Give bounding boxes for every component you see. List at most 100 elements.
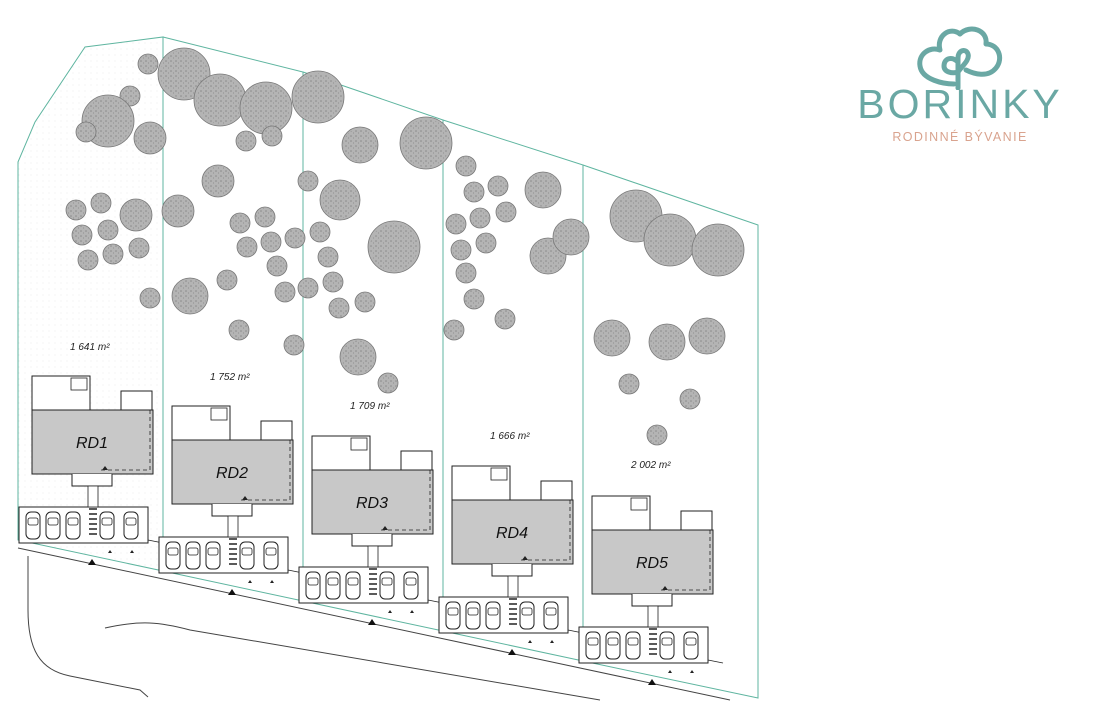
tree-icon bbox=[297, 170, 319, 192]
tree-icon bbox=[239, 81, 293, 135]
tree-icon bbox=[157, 47, 211, 101]
car-icon bbox=[185, 541, 201, 570]
plot-5-boundary bbox=[582, 164, 759, 699]
area-labels: 1 641 m² 1 752 m² 1 709 m² 1 666 m² 2 00… bbox=[70, 342, 671, 471]
tree-icon bbox=[161, 194, 195, 228]
tree-icon bbox=[77, 249, 99, 271]
tree-icon bbox=[341, 126, 379, 164]
tree-icon bbox=[291, 70, 345, 124]
tree-icon bbox=[171, 277, 209, 315]
tree-icon bbox=[354, 291, 376, 313]
tree-icon bbox=[274, 281, 296, 303]
tree-icon bbox=[235, 130, 257, 152]
plot-3-boundary bbox=[302, 71, 444, 632]
tree-icon bbox=[495, 201, 517, 223]
tree-icon bbox=[679, 388, 701, 410]
car-icon bbox=[239, 541, 255, 570]
tree-icon bbox=[377, 372, 399, 394]
plot-area-rd5: 2 002 m² bbox=[630, 460, 671, 471]
parking-rd1 bbox=[18, 485, 164, 565]
car-icon bbox=[305, 571, 321, 600]
tree-icon bbox=[399, 116, 453, 170]
house-labels: RD1 RD2 RD3 RD4 RD5 bbox=[76, 435, 668, 572]
tree-icon bbox=[229, 212, 251, 234]
house-label-rd5: RD5 bbox=[636, 555, 668, 572]
tree-icon bbox=[475, 232, 497, 254]
tree-icon bbox=[193, 73, 247, 127]
car-icon bbox=[403, 571, 419, 600]
house-rd5 bbox=[591, 495, 714, 607]
tree-icon bbox=[469, 207, 491, 229]
tree-icon bbox=[367, 220, 421, 274]
car-icon bbox=[445, 601, 461, 630]
car-icon bbox=[345, 571, 361, 600]
car-icon bbox=[519, 601, 535, 630]
house-rd3 bbox=[311, 435, 434, 547]
house-label-rd2: RD2 bbox=[216, 465, 248, 482]
plot-4-boundary bbox=[442, 119, 584, 662]
tree-icon bbox=[328, 297, 350, 319]
tree-icon bbox=[317, 246, 339, 268]
tree-icon bbox=[322, 271, 344, 293]
tree-icon bbox=[260, 231, 282, 253]
car-icon bbox=[659, 631, 675, 660]
house-label-rd3: RD3 bbox=[356, 495, 388, 512]
tree-icon bbox=[133, 121, 167, 155]
tree-icon bbox=[236, 236, 258, 258]
car-icon bbox=[99, 511, 115, 540]
car-icon bbox=[543, 601, 559, 630]
tree-icon bbox=[119, 198, 153, 232]
house-rd2 bbox=[171, 405, 294, 517]
car-icon bbox=[65, 511, 81, 540]
parking-rd3 bbox=[298, 545, 444, 625]
car-icon bbox=[605, 631, 621, 660]
brand-tagline: RODINNÉ BÝVANIE bbox=[892, 130, 1028, 144]
tree-icon bbox=[646, 424, 668, 446]
tree-icon bbox=[445, 213, 467, 235]
car-icon bbox=[625, 631, 641, 660]
plot-area-rd4: 1 666 m² bbox=[490, 431, 530, 442]
tree-icon bbox=[266, 255, 288, 277]
houses bbox=[31, 375, 714, 607]
parking bbox=[18, 485, 724, 685]
tree-icon bbox=[228, 319, 250, 341]
tree-icon bbox=[97, 219, 119, 241]
tree-icon bbox=[297, 277, 319, 299]
tree-icon bbox=[309, 221, 331, 243]
tree-icon bbox=[463, 181, 485, 203]
car-icon bbox=[45, 511, 61, 540]
tree-icon bbox=[455, 155, 477, 177]
car-icon bbox=[123, 511, 139, 540]
tree-icon bbox=[455, 262, 477, 284]
car-icon bbox=[165, 541, 181, 570]
tree-icon bbox=[648, 323, 686, 361]
tree-icon bbox=[90, 192, 112, 214]
tree-icon bbox=[216, 269, 238, 291]
trees bbox=[65, 47, 745, 446]
tree-icon bbox=[450, 239, 472, 261]
car-icon bbox=[325, 571, 341, 600]
parking-rd2 bbox=[158, 515, 304, 595]
tree-icon bbox=[75, 121, 97, 143]
tree-icon bbox=[463, 288, 485, 310]
tree-cloud-icon bbox=[917, 26, 1003, 90]
plot-area-rd2: 1 752 m² bbox=[210, 372, 250, 383]
tree-icon bbox=[283, 334, 305, 356]
tree-icon bbox=[65, 199, 87, 221]
tree-icon bbox=[137, 53, 159, 75]
car-icon bbox=[205, 541, 221, 570]
brand-logo: BORINKY RODINNÉ BÝVANIE bbox=[836, 22, 1084, 144]
car-icon bbox=[25, 511, 41, 540]
tree-icon bbox=[618, 373, 640, 395]
tree-icon bbox=[254, 206, 276, 228]
house-rd4 bbox=[451, 465, 574, 577]
car-icon bbox=[585, 631, 601, 660]
car-icon bbox=[485, 601, 501, 630]
car-icon bbox=[263, 541, 279, 570]
house-label-rd4: RD4 bbox=[496, 525, 528, 542]
car-icon bbox=[683, 631, 699, 660]
tree-icon bbox=[643, 213, 697, 267]
parking-rd5 bbox=[578, 605, 724, 685]
tree-icon bbox=[71, 224, 93, 246]
